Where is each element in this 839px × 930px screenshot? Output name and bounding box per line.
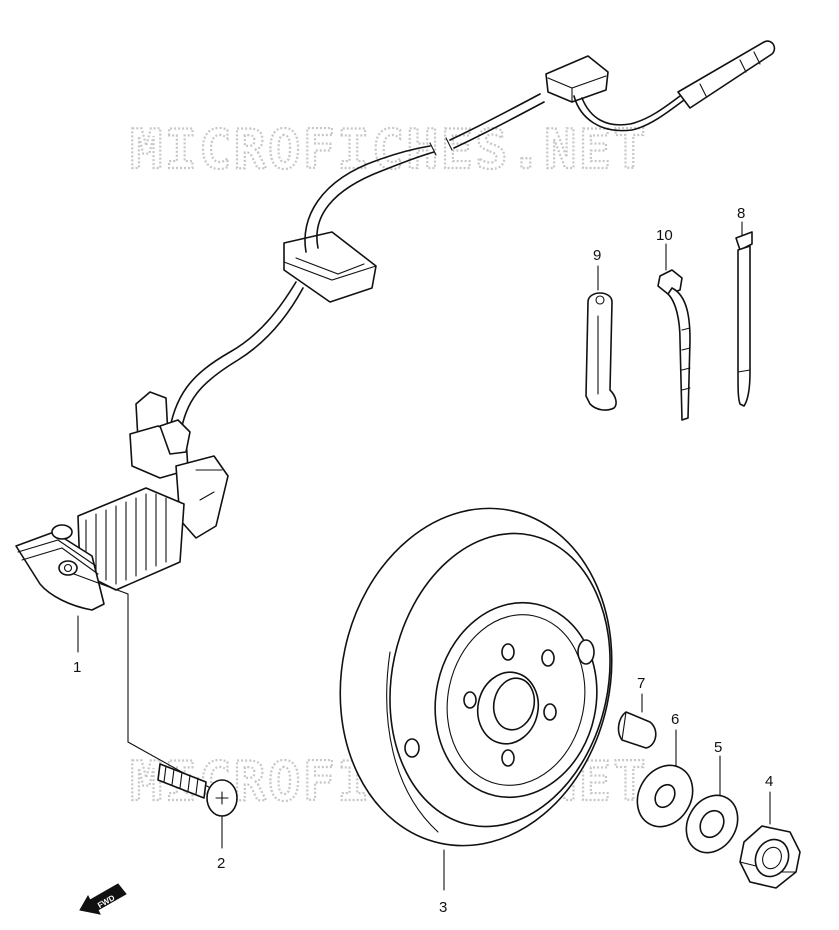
washer-6 [636, 764, 694, 828]
callout-6: 6 [671, 711, 679, 728]
callout-8: 8 [737, 205, 745, 222]
screw [157, 763, 238, 817]
wire-harness [167, 40, 776, 439]
wire-connector [545, 55, 609, 103]
flywheel-rotor [339, 507, 613, 847]
cable-tie [657, 269, 691, 421]
callout-4: 4 [765, 773, 773, 790]
nut [739, 825, 801, 889]
callout-1: 1 [73, 659, 81, 676]
washer-5 [685, 794, 739, 854]
callout-3: 3 [439, 899, 447, 916]
ignition-coil [15, 391, 229, 611]
callout-10: 10 [656, 227, 673, 244]
callout-5: 5 [714, 739, 722, 756]
fwd-direction-marker: FWD [79, 883, 127, 915]
grommet [283, 231, 377, 303]
callout-7: 7 [637, 675, 645, 692]
woodruff-key [617, 711, 657, 749]
callout-9: 9 [593, 247, 601, 264]
callout-2: 2 [217, 855, 225, 872]
plug-cap [677, 40, 776, 109]
clamp [585, 292, 617, 411]
watermark-top: MICROFICHES.NET [130, 118, 648, 181]
band [735, 231, 753, 407]
